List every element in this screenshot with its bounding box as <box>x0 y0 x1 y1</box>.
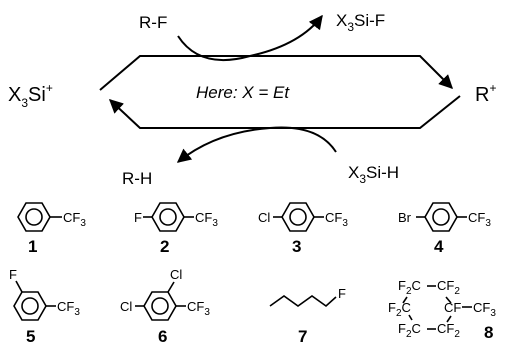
bottom-product-label: R-H <box>122 169 152 188</box>
compound-6: Cl Cl CF3 6 <box>120 267 210 346</box>
compound-1: CF3 1 <box>17 202 86 256</box>
compound-number: 3 <box>292 237 301 256</box>
benzene-ring <box>281 202 315 232</box>
compound-number: 7 <box>298 327 307 346</box>
top-reagent-label: R-F <box>139 13 167 32</box>
compound-number: 6 <box>158 327 167 346</box>
compound-2: F CF3 2 <box>134 202 218 256</box>
compound-8: F2C 2 CF2 F2C CF CF3 F2C CF2 8 <box>388 278 496 342</box>
compound-number: 4 <box>434 237 444 256</box>
benzene-ring <box>143 291 177 321</box>
cf3-group: CF3 <box>63 210 86 229</box>
cf3-group: CF3 <box>57 299 80 318</box>
cf3-group: CF3 <box>468 210 491 229</box>
carbocation-label: R+ <box>475 81 496 106</box>
cf3-group: CF3 <box>325 210 348 229</box>
compound-4: Br CF3 4 <box>398 202 491 256</box>
cf2-group: F2C <box>398 278 421 297</box>
compound-number: 1 <box>28 237 37 256</box>
forward-arrow <box>99 55 453 91</box>
catalytic-cycle: R-F X3Si-F X3Si+ R+ Here: X = Et R-H X3S… <box>8 11 496 188</box>
top-curved-arrow <box>177 14 323 62</box>
cf2-group: CF2 <box>437 321 460 340</box>
silylium-ion-label: X3Si+ <box>8 81 53 110</box>
compound-number: 8 <box>484 323 493 342</box>
chloro-group: Cl <box>120 299 132 314</box>
top-product-label: X3Si-F <box>336 11 385 34</box>
benzene-ring <box>13 291 47 321</box>
chloro-group: Cl <box>258 210 270 225</box>
benzene-ring <box>424 202 458 232</box>
chloro-group: Cl <box>170 267 182 282</box>
compound-number: 2 <box>160 237 169 256</box>
compound-7: F 7 <box>269 286 346 346</box>
bottom-reagent-label: X3Si-H <box>348 163 399 186</box>
fluoro-group: F <box>338 286 346 301</box>
alkyl-chain <box>269 295 337 308</box>
cf3-group: CF3 <box>187 299 210 318</box>
fluoro-group: F <box>9 267 17 282</box>
bottom-curved-arrow <box>176 126 337 163</box>
compound-5: F CF3 5 <box>9 267 80 346</box>
cf2-group: F2C <box>388 300 411 319</box>
cf3-group: CF3 <box>473 300 496 319</box>
substituent-note: Here: X = Et <box>196 83 290 102</box>
bromo-group: Br <box>398 210 412 225</box>
cf2-group: F2C <box>398 321 421 340</box>
benzene-ring <box>151 202 185 232</box>
cf3-group: CF3 <box>195 210 218 229</box>
cf2-group: CF2 <box>437 278 460 297</box>
compound-number: 5 <box>26 327 35 346</box>
benzene-ring <box>17 202 51 232</box>
fluoro-group: F <box>134 210 142 225</box>
cf-group: CF <box>444 300 461 315</box>
compound-3: Cl CF3 3 <box>258 202 348 256</box>
